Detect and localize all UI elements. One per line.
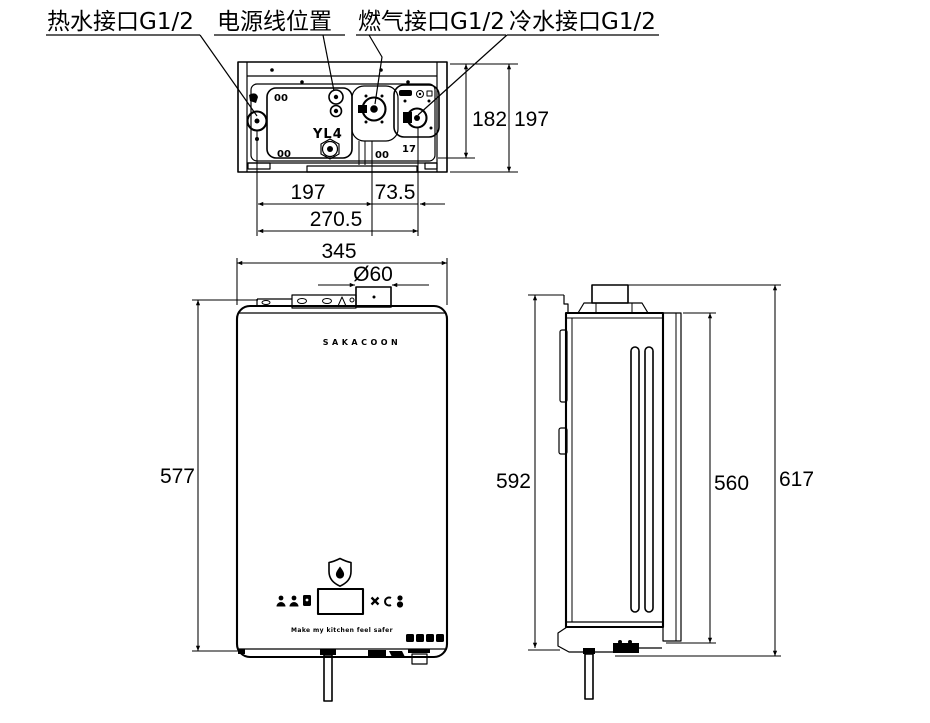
cap-front-step xyxy=(563,295,569,313)
width-extension-lines xyxy=(236,258,448,305)
dim-flue-diameter: Ø60 xyxy=(353,263,393,286)
front-body xyxy=(235,304,449,659)
cold-water-leader xyxy=(417,34,508,116)
cold-water-port xyxy=(393,84,440,138)
height-extension-lines xyxy=(192,299,258,652)
bottom-plate xyxy=(250,83,436,162)
control-panel xyxy=(276,587,404,616)
shield-icon xyxy=(328,557,352,587)
extension-lines-bottom xyxy=(256,128,419,236)
hot-water-icon xyxy=(249,93,258,103)
ext-592 xyxy=(528,294,564,651)
flue-pipe-side xyxy=(591,284,629,304)
dim-270-5: 270.5 xyxy=(310,208,363,231)
right-indicator-icons xyxy=(370,595,404,608)
drain-pipe-front xyxy=(323,654,333,702)
left-indicator-icons xyxy=(276,595,311,607)
cold-water-label: 冷水接口G1/2 xyxy=(509,9,656,35)
bottom-bracket xyxy=(306,165,418,173)
hot-water-label: 热水接口G1/2 xyxy=(47,9,194,35)
gas-label: 燃气接口G1/2 xyxy=(358,9,505,35)
front-view-dimensions: 345 Ø60 577 xyxy=(160,240,448,652)
ext-560 xyxy=(666,312,716,644)
dim-345: 345 xyxy=(321,240,356,263)
marking-right: 17 xyxy=(402,144,416,155)
gas-port xyxy=(351,85,399,165)
marking-bottom-left: 00 xyxy=(277,149,291,160)
extension-lines-right xyxy=(438,63,518,173)
dim-560: 560 xyxy=(714,472,749,495)
tagline-text: Make my kitchen feel safer xyxy=(291,627,393,634)
power-cord-leader xyxy=(322,34,335,92)
dim-197-bottom: 197 xyxy=(290,181,325,204)
side-view-dimensions: 592 560 617 xyxy=(496,284,814,657)
dim-197-right: 197 xyxy=(514,108,549,131)
marking-bottom-right: 00 xyxy=(375,150,389,161)
top-view-dimensions: 182 197 197 73.5 270.5 xyxy=(256,63,549,236)
side-view xyxy=(557,284,682,700)
vent-slots xyxy=(630,346,654,613)
power-port xyxy=(328,89,344,118)
flue-collar xyxy=(577,302,649,314)
back-panel xyxy=(662,312,682,642)
dim-182: 182 xyxy=(472,108,507,131)
dim-617: 617 xyxy=(779,468,814,491)
dim-592: 592 xyxy=(496,470,531,493)
power-cord-label: 电源线位置 xyxy=(217,9,332,35)
dim-577: 577 xyxy=(160,465,195,488)
control-buttons xyxy=(406,634,444,642)
panel-bolt xyxy=(320,138,340,160)
model-marking: YL4 xyxy=(312,127,343,142)
side-clip-lower xyxy=(558,427,568,455)
marking-top-left: 00 xyxy=(274,93,288,104)
dim-73-5: 73.5 xyxy=(375,181,416,204)
front-view: SAKACOON Make my kitchen feel safer xyxy=(235,286,449,702)
connection-callouts: 热水接口G1/2 电源线位置 燃气接口G1/2 冷水接口G1/2 xyxy=(46,9,659,117)
side-clip-upper xyxy=(559,329,568,403)
gas-leader xyxy=(368,34,383,105)
drain-pipe-side xyxy=(584,653,594,700)
top-view: 00 00 YL4 00 xyxy=(237,61,448,173)
bottom-valves xyxy=(368,650,405,657)
ext-617 xyxy=(615,284,781,657)
top-view-flanges xyxy=(246,62,438,172)
bottom-box xyxy=(411,653,428,665)
brand-text: SAKACOON xyxy=(323,338,402,347)
side-body xyxy=(564,311,665,629)
display-screen xyxy=(316,587,365,616)
hot-water-port xyxy=(246,93,268,141)
